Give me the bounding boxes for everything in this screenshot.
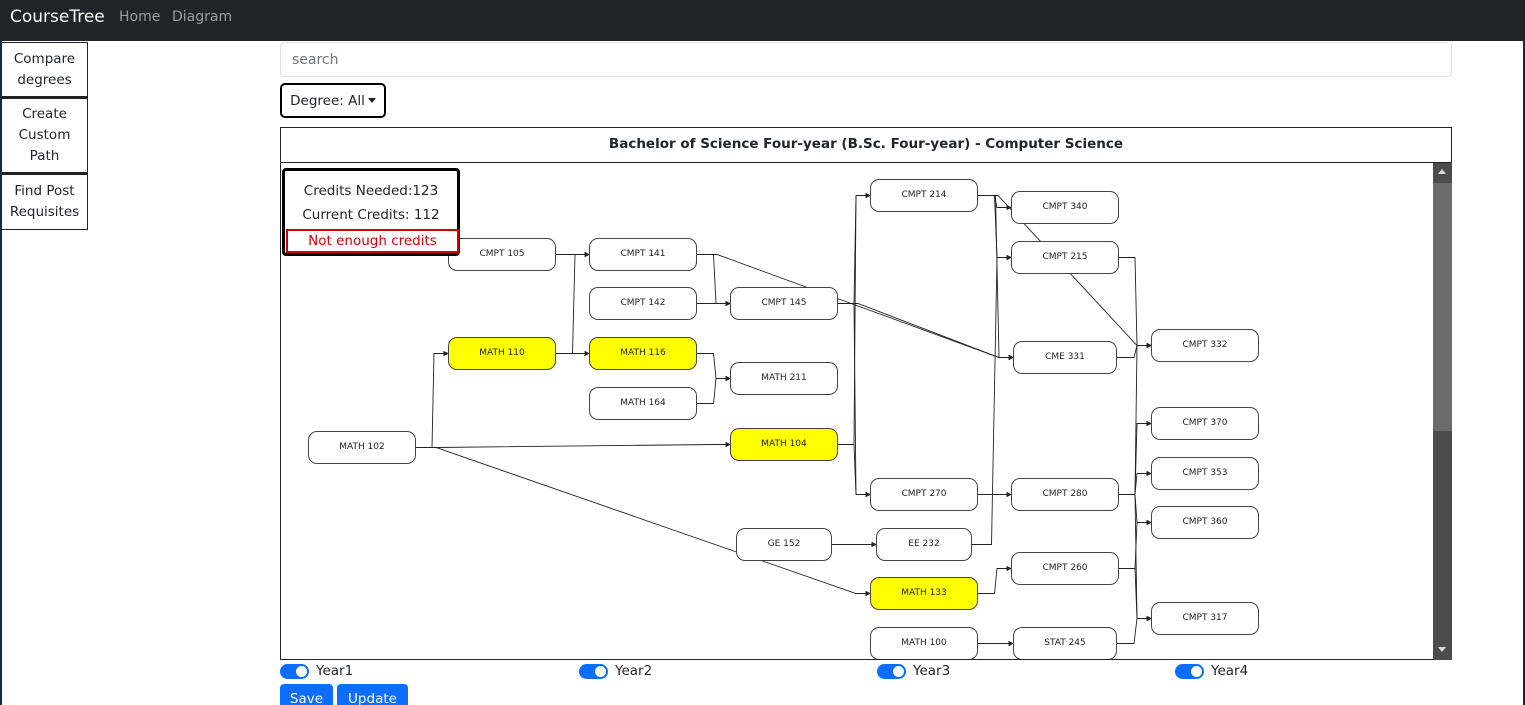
credits-summary: Credits Needed:123 Current Credits: 112 … [282, 168, 460, 256]
course-node[interactable]: MATH 110 [448, 337, 556, 370]
diagram-scrollbar[interactable] [1433, 163, 1452, 660]
nav-home-link[interactable]: Home [119, 9, 161, 25]
save-button[interactable]: Save [280, 684, 333, 705]
toggle-switch[interactable] [877, 664, 906, 679]
prerequisite-edge [1119, 568, 1152, 622]
right-edge-border [1523, 41, 1525, 705]
compare-degrees-button[interactable]: Compare degrees [2, 42, 88, 97]
prerequisite-edge [972, 254, 1012, 545]
prerequisite-edge [1117, 615, 1152, 644]
scroll-down-arrow-icon[interactable] [1438, 647, 1446, 652]
navbar: CourseTree Home Diagram [0, 0, 1525, 41]
prerequisite-edge [416, 350, 449, 448]
course-node[interactable]: GE 152 [736, 528, 832, 561]
prerequisite-edge [697, 375, 731, 404]
diagram-panel: Bachelor of Science Four-year (B.Sc. Fou… [280, 127, 1452, 660]
course-node[interactable]: CMPT 280 [1011, 478, 1119, 511]
prerequisite-edge [1119, 342, 1152, 495]
course-node[interactable]: MATH 100 [870, 627, 978, 659]
prerequisite-edge [838, 444, 871, 498]
course-node[interactable]: CMPT 105 [448, 238, 556, 271]
course-node[interactable]: CMPT 360 [1151, 506, 1259, 539]
prerequisite-edge [416, 441, 731, 448]
course-node[interactable]: CMPT 142 [589, 287, 697, 320]
year3-label: Year3 [913, 663, 951, 679]
toggle-switch[interactable] [579, 664, 608, 679]
degree-title: Bachelor of Science Four-year (B.Sc. Fou… [281, 128, 1451, 163]
course-node[interactable]: STAT 245 [1013, 627, 1117, 659]
course-node[interactable]: CMPT 141 [589, 238, 697, 271]
course-node[interactable]: MATH 104 [730, 428, 838, 461]
prerequisite-edge [1119, 420, 1152, 495]
left-edge-border [0, 41, 2, 705]
prerequisite-edge [838, 192, 871, 304]
year1-label: Year1 [316, 663, 354, 679]
course-node[interactable]: MATH 116 [589, 337, 697, 370]
course-node[interactable]: CMPT 317 [1151, 602, 1259, 635]
prerequisite-edge [1119, 257, 1152, 349]
prerequisite-edge [978, 565, 1012, 594]
prerequisite-edge [697, 254, 1014, 361]
chevron-down-icon [367, 98, 376, 103]
year2-label: Year2 [615, 663, 653, 679]
course-node[interactable]: MATH 211 [730, 362, 838, 395]
course-node[interactable]: CMPT 270 [870, 478, 978, 511]
update-button[interactable]: Update [337, 684, 408, 705]
current-credits: Current Credits: 112 [302, 207, 440, 223]
nav-diagram-link[interactable]: Diagram [172, 9, 233, 25]
create-custom-path-button[interactable]: Create Custom Path [2, 97, 88, 173]
credits-needed: Credits Needed:123 [303, 183, 439, 199]
degree-dropdown-label: Degree: All [290, 92, 365, 109]
prerequisite-edge [697, 254, 731, 307]
course-node[interactable]: CME 331 [1013, 341, 1117, 374]
prerequisite-edge [556, 251, 590, 354]
course-node[interactable]: CMPT 260 [1011, 552, 1119, 585]
year4-label: Year4 [1211, 663, 1249, 679]
find-post-requisites-button[interactable]: Find Post Requisites [2, 173, 88, 230]
course-node[interactable]: MATH 164 [589, 387, 697, 420]
credits-warning: Not enough credits [286, 229, 459, 253]
prerequisite-edge [1119, 519, 1152, 569]
course-node[interactable]: MATH 133 [870, 577, 978, 610]
search-input[interactable] [280, 42, 1452, 77]
course-node[interactable]: CMPT 214 [870, 179, 978, 212]
prerequisite-edge [1117, 342, 1152, 358]
toggle-switch[interactable] [1175, 664, 1204, 679]
prerequisite-edge [697, 353, 731, 382]
course-node[interactable]: CMPT 370 [1151, 407, 1259, 440]
course-node[interactable]: CMPT 332 [1151, 329, 1259, 362]
course-node[interactable]: CMPT 215 [1011, 241, 1119, 274]
course-node[interactable]: MATH 102 [308, 431, 416, 464]
prerequisite-edge [1119, 494, 1152, 622]
course-node[interactable]: CMPT 340 [1011, 191, 1119, 224]
scroll-up-arrow-icon[interactable] [1438, 169, 1446, 174]
course-node[interactable]: EE 232 [876, 528, 972, 561]
brand-logo[interactable]: CourseTree [10, 7, 105, 27]
prerequisite-edges [416, 192, 1152, 647]
prerequisite-edge [416, 447, 871, 597]
course-node[interactable]: CMPT 353 [1151, 457, 1259, 490]
degree-dropdown[interactable]: Degree: All [280, 83, 386, 118]
course-node[interactable]: CMPT 145 [730, 287, 838, 320]
scrollbar-thumb[interactable] [1433, 183, 1452, 431]
toggle-switch[interactable] [280, 664, 309, 679]
